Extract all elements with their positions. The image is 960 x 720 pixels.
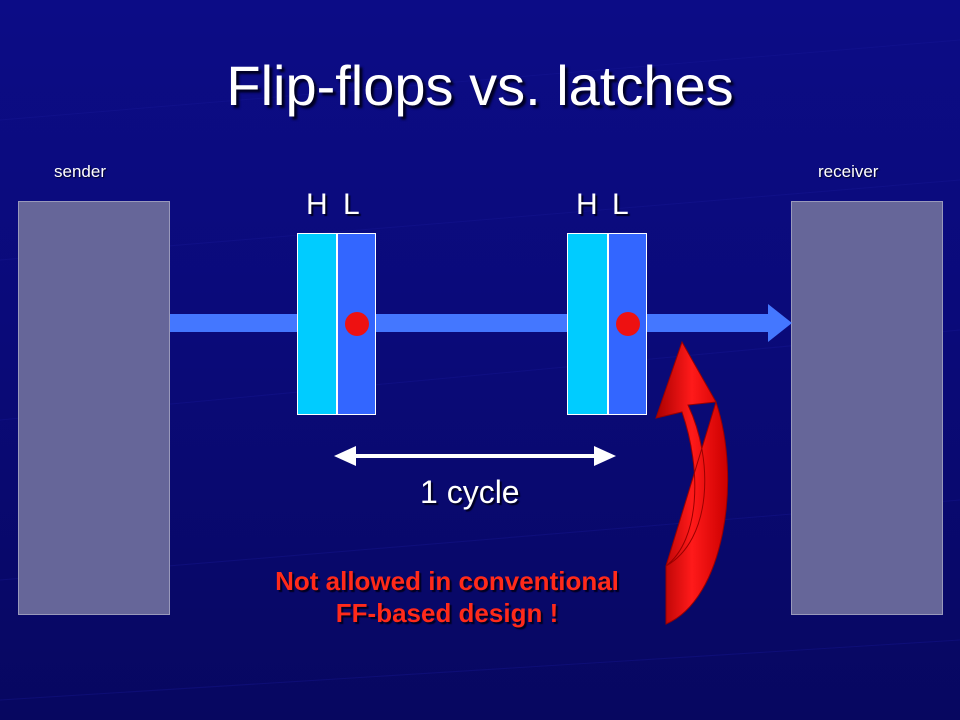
warning-text: Not allowed in conventional FF-based des… bbox=[222, 566, 672, 629]
latch2-dot bbox=[616, 312, 640, 336]
sender-block bbox=[18, 201, 170, 615]
cycle-double-arrow bbox=[334, 446, 616, 466]
cycle-label: 1 cycle bbox=[420, 474, 520, 510]
warning-line-1: Not allowed in conventional bbox=[275, 566, 619, 596]
latch1-high bbox=[297, 233, 337, 415]
latch1-h-label: H bbox=[306, 188, 328, 221]
latch2-high bbox=[567, 233, 608, 415]
receiver-label: receiver bbox=[818, 162, 879, 181]
latch2-h-label: H bbox=[576, 188, 598, 221]
data-wire-arrowhead bbox=[768, 304, 792, 342]
latch2-l-label: L bbox=[612, 188, 629, 221]
slide-title: Flip-flops vs. latches bbox=[226, 54, 734, 117]
latch1-l-label: L bbox=[343, 188, 360, 221]
sender-label: sender bbox=[54, 162, 106, 181]
receiver-block bbox=[791, 201, 943, 615]
warning-line-2: FF-based design ! bbox=[335, 597, 559, 628]
curved-arrow-icon bbox=[655, 340, 729, 625]
latch1-dot bbox=[345, 312, 369, 336]
